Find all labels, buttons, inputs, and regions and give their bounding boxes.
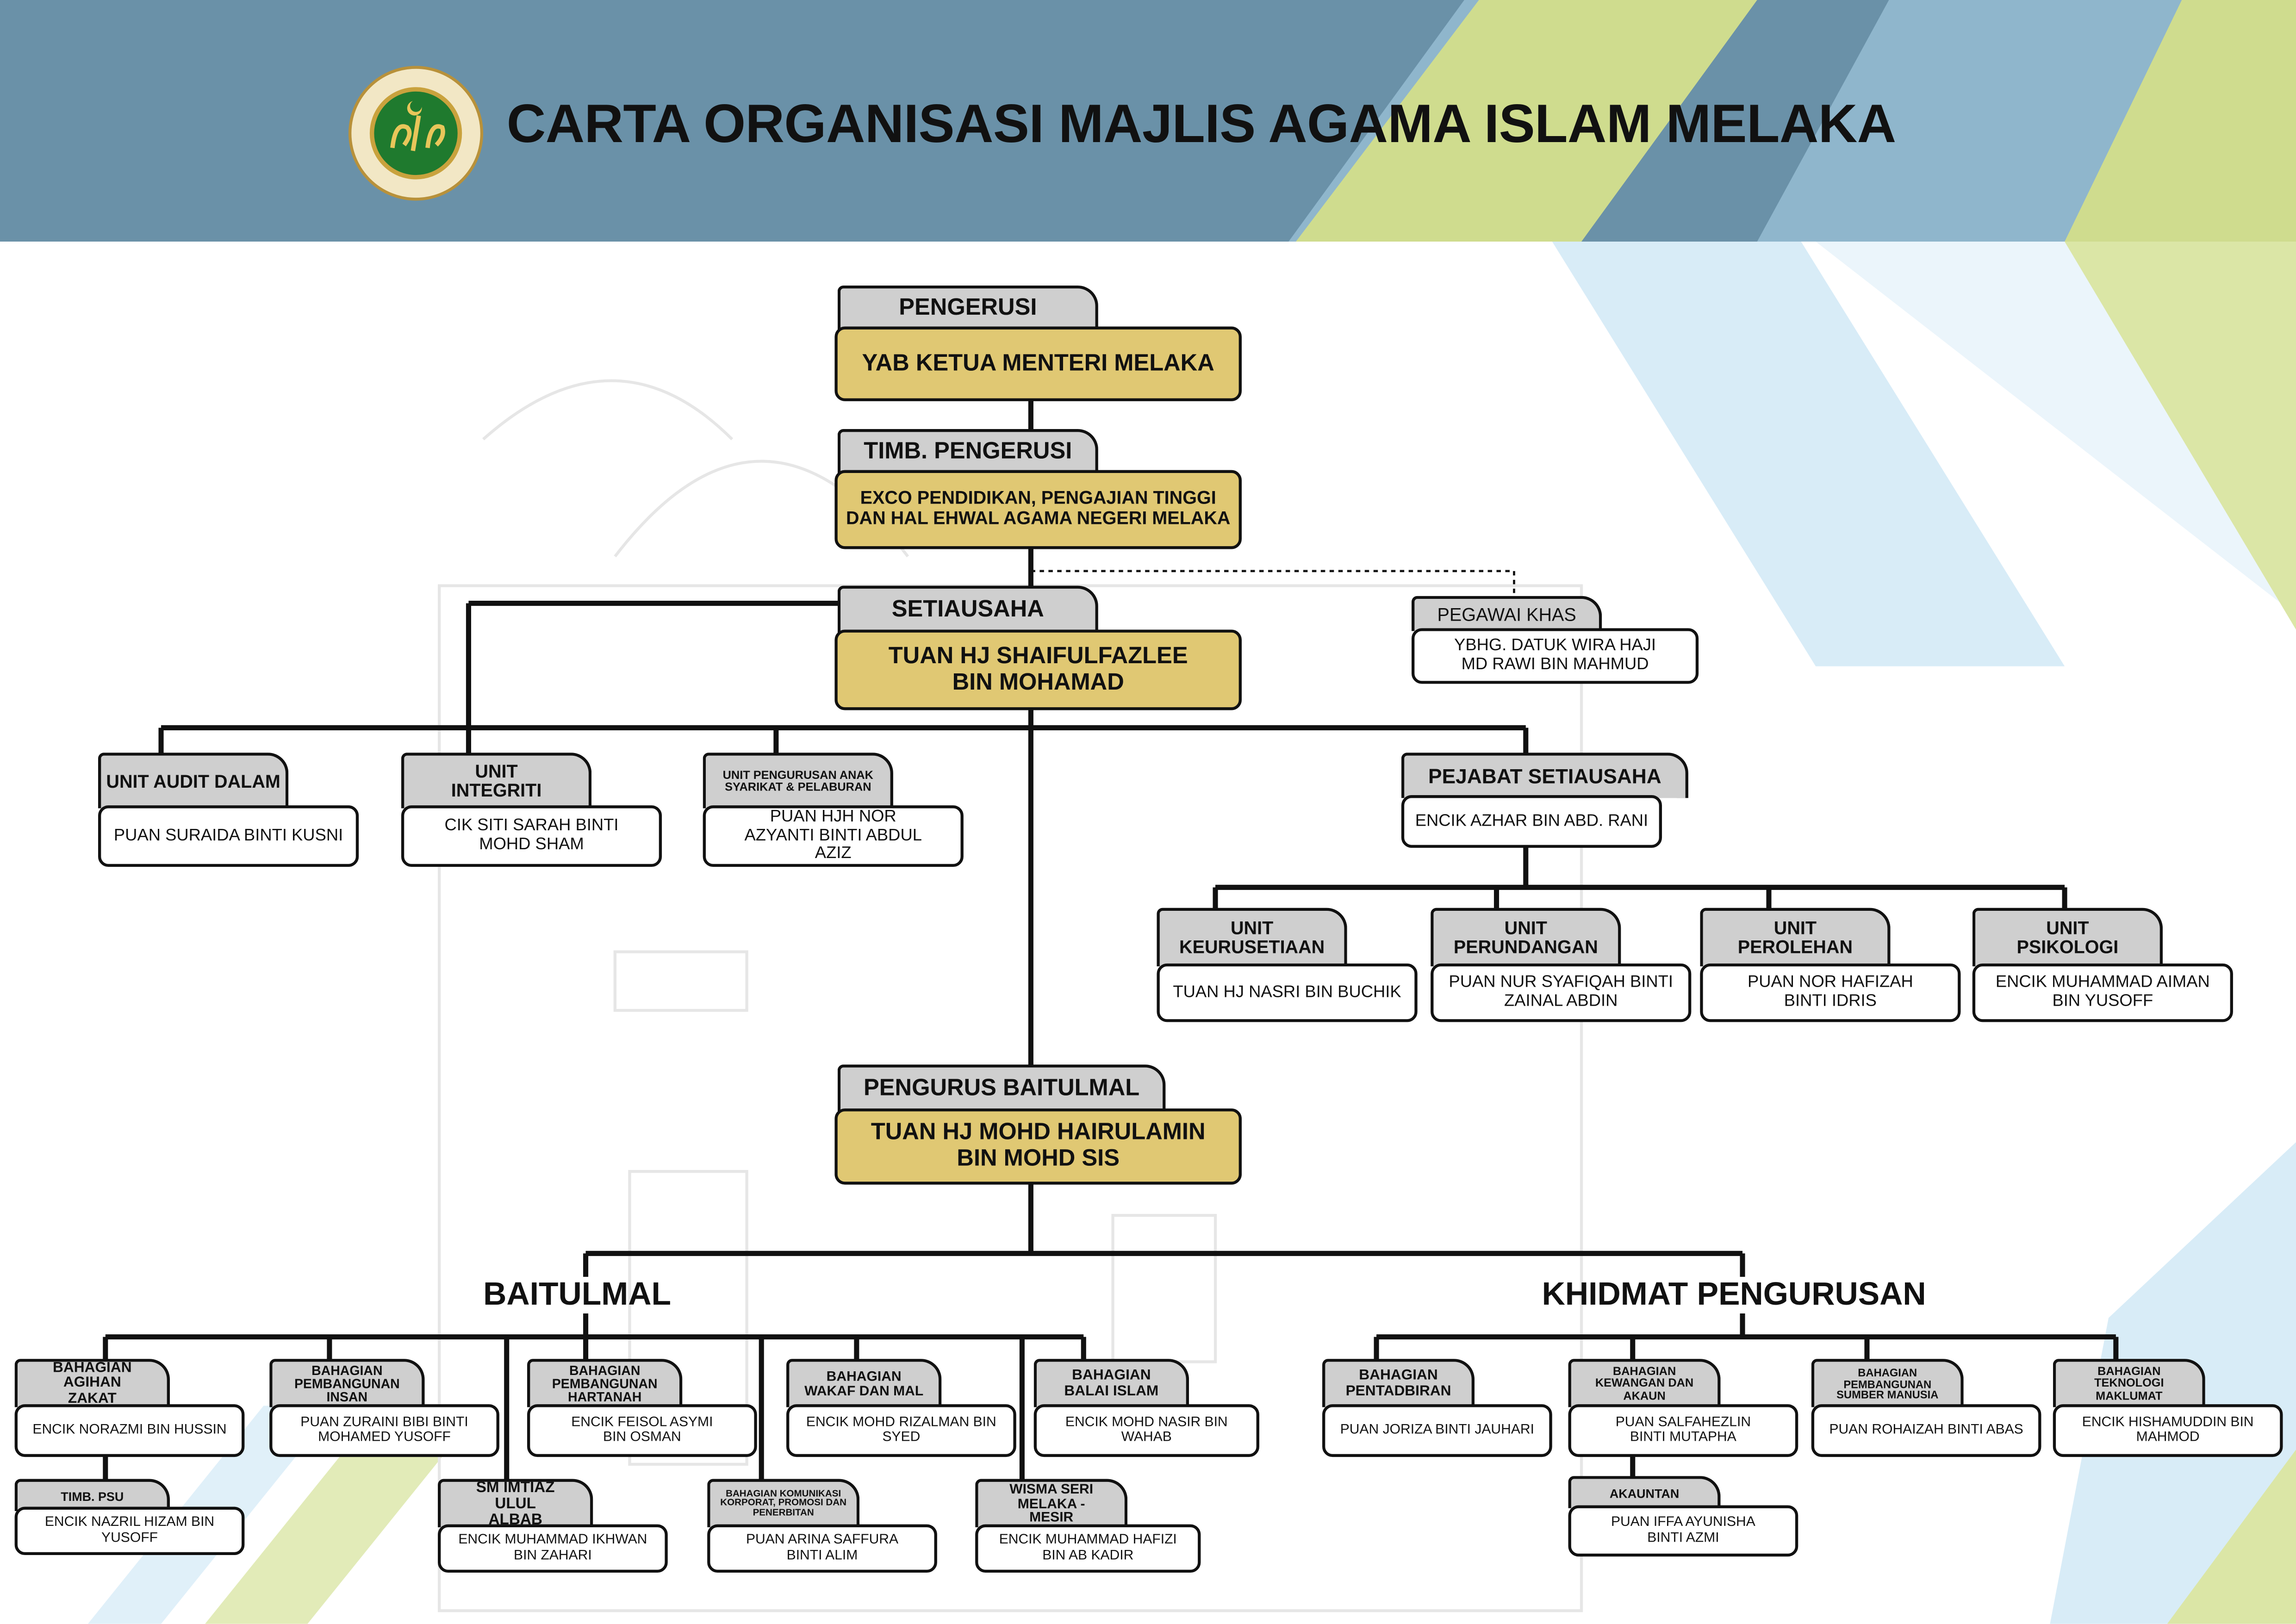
unit-pengurusan-anak-syarikat-name: PUAN HJH NOR AZYANTI BINTI ABDUL AZIZ — [703, 805, 964, 867]
akauntan-name: PUAN IFFA AYUNISHA BINTI AZMI — [1568, 1505, 1798, 1557]
unit-perolehan-tab: UNIT PEROLEHAN — [1700, 908, 1891, 967]
akauntan-tab: AKAUNTAN — [1568, 1476, 1721, 1508]
timb-psu-tab: TIMB. PSU — [14, 1479, 170, 1512]
bahagian-agihan-zakat-tab: BAHAGIAN AGIHAN ZAKAT — [14, 1359, 170, 1407]
pejabat-setiausaha-tab: PEJABAT SETIAUSAHA — [1401, 753, 1688, 798]
unit-audit-dalam-name: PUAN SURAIDA BINTI KUSNI — [98, 805, 359, 867]
pegawai-khas-name-box: YBHG. DATUK WIRA HAJI MD RAWI BIN MAHMUD — [1411, 628, 1699, 684]
section-baitulmal: BAITULMAL — [483, 1275, 672, 1312]
sm-imtiaz-ulul-albab-tab: SM IMTIAZ ULUL ALBAB — [438, 1479, 593, 1527]
unit-psikologi-tab: UNIT PSIKOLOGI — [1972, 908, 2163, 967]
unit-integriti-tab: UNIT INTEGRITI — [401, 753, 592, 809]
bahagian-pembangunan-insan-name: PUAN ZURAINI BIBI BINTI MOHAMED YUSOFF — [269, 1404, 499, 1457]
bahagian-kewangan-dan-akaun-tab: BAHAGIAN KEWANGAN DAN AKAUN — [1568, 1359, 1721, 1407]
bahagian-kewangan-dan-akaun-name: PUAN SALFAHEZLIN BINTI MUTAPHA — [1568, 1404, 1798, 1457]
timb-pengerusi-role-tab: TIMB. PENGERUSI — [837, 429, 1098, 473]
section-khidmat-pengurusan: KHIDMAT PENGURUSAN — [1542, 1275, 1926, 1312]
unit-audit-dalam-tab: UNIT AUDIT DALAM — [98, 753, 289, 809]
bahagian-pembangunan-sumber-manusia-name: PUAN ROHAIZAH BINTI ABAS — [1811, 1404, 2041, 1457]
bahagian-teknologi-maklumat-tab: BAHAGIAN TEKNOLOGI MAKLUMAT — [2053, 1359, 2205, 1407]
bahagian-pembangunan-insan-tab: BAHAGIAN PEMBANGUNAN INSAN — [269, 1359, 425, 1407]
setiausaha-role-tab: SETIAUSAHA — [837, 585, 1098, 633]
pengerusi-role-tab: PENGERUSI — [837, 285, 1098, 330]
timb-psu-name: ENCIK NAZRIL HIZAM BIN YUSOFF — [14, 1506, 245, 1556]
unit-perundangan-tab: UNIT PERUNDANGAN — [1431, 908, 1621, 967]
bahagian-pentadbiran-name: PUAN JORIZA BINTI JAUHARI — [1322, 1404, 1552, 1457]
maim-logo-icon — [348, 66, 484, 201]
pengerusi-name-box: YAB KETUA MENTERI MELAKA — [834, 326, 1242, 401]
pengurus-baitulmal-role-tab: PENGURUS BAITULMAL — [837, 1064, 1166, 1112]
unit-keurusetiaan-name: TUAN HJ NASRI BIN BUCHIK — [1157, 963, 1418, 1022]
wisma-seri-melaka-mesir-name: ENCIK MUHAMMAD HAFIZI BIN AB KADIR — [975, 1524, 1201, 1573]
bahagian-teknologi-maklumat-name: ENCIK HISHAMUDDIN BIN MAHMOD — [2053, 1404, 2283, 1457]
setiausaha-name-box: TUAN HJ SHAIFULFAZLEE BIN MOHAMAD — [834, 629, 1242, 710]
page-title: CARTA ORGANISASI MAJLIS AGAMA ISLAM MELA… — [506, 93, 1896, 154]
sm-imtiaz-ulul-albab-name: ENCIK MUHAMMAD IKHWAN BIN ZAHARI — [438, 1524, 668, 1573]
unit-perolehan-name: PUAN NOR HAFIZAH BINTI IDRIS — [1700, 963, 1961, 1022]
pejabat-setiausaha-name: ENCIK AZHAR BIN ABD. RANI — [1401, 795, 1662, 848]
wisma-seri-melaka-mesir-tab: WISMA SERI MELAKA - MESIR — [975, 1479, 1128, 1527]
bahagian-agihan-zakat-name: ENCIK NORAZMI BIN HUSSIN — [14, 1404, 245, 1457]
bahagian-pembangunan-hartanah-tab: BAHAGIAN PEMBANGUNAN HARTANAH — [527, 1359, 683, 1407]
bahagian-pembangunan-sumber-manusia-tab: BAHAGIAN PEMBANGUNAN SUMBER MANUSIA — [1811, 1359, 1964, 1407]
pengurus-baitulmal-name-box: TUAN HJ MOHD HAIRULAMIN BIN MOHD SIS — [834, 1108, 1242, 1185]
unit-integriti-name: CIK SITI SARAH BINTI MOHD SHAM — [401, 805, 662, 867]
bahagian-balai-islam-tab: BAHAGIAN BALAI ISLAM — [1033, 1359, 1189, 1407]
bahagian-pembangunan-hartanah-name: ENCIK FEISOL ASYMI BIN OSMAN — [527, 1404, 757, 1457]
bahagian-balai-islam-name: ENCIK MOHD NASIR BIN WAHAB — [1033, 1404, 1259, 1457]
bahagian-wakaf-dan-mal-name: ENCIK MOHD RIZALMAN BIN SYED — [786, 1404, 1016, 1457]
bahagian-pentadbiran-tab: BAHAGIAN PENTADBIRAN — [1322, 1359, 1475, 1407]
bahagian-wakaf-dan-mal-tab: BAHAGIAN WAKAF DAN MAL — [786, 1359, 942, 1407]
unit-pengurusan-anak-syarikat-tab: UNIT PENGURUSAN ANAK SYARIKAT & PELABURA… — [703, 753, 893, 809]
unit-perundangan-name: PUAN NUR SYAFIQAH BINTI ZAINAL ABDIN — [1431, 963, 1692, 1022]
unit-keurusetiaan-tab: UNIT KEURUSETIAAN — [1157, 908, 1347, 967]
bahagian-komunikasi-korporat-name: PUAN ARINA SAFFURA BINTI ALIM — [707, 1524, 937, 1573]
unit-psikologi-name: ENCIK MUHAMMAD AIMAN BIN YUSOFF — [1972, 963, 2233, 1022]
bahagian-komunikasi-korporat-tab: BAHAGIAN KOMUNIKASI KORPORAT, PROMOSI DA… — [707, 1479, 860, 1527]
timb-pengerusi-name-box: EXCO PENDIDIKAN, PENGAJIAN TINGGI DAN HA… — [834, 470, 1242, 549]
pegawai-khas-role-tab: PEGAWAI KHAS — [1411, 596, 1602, 631]
